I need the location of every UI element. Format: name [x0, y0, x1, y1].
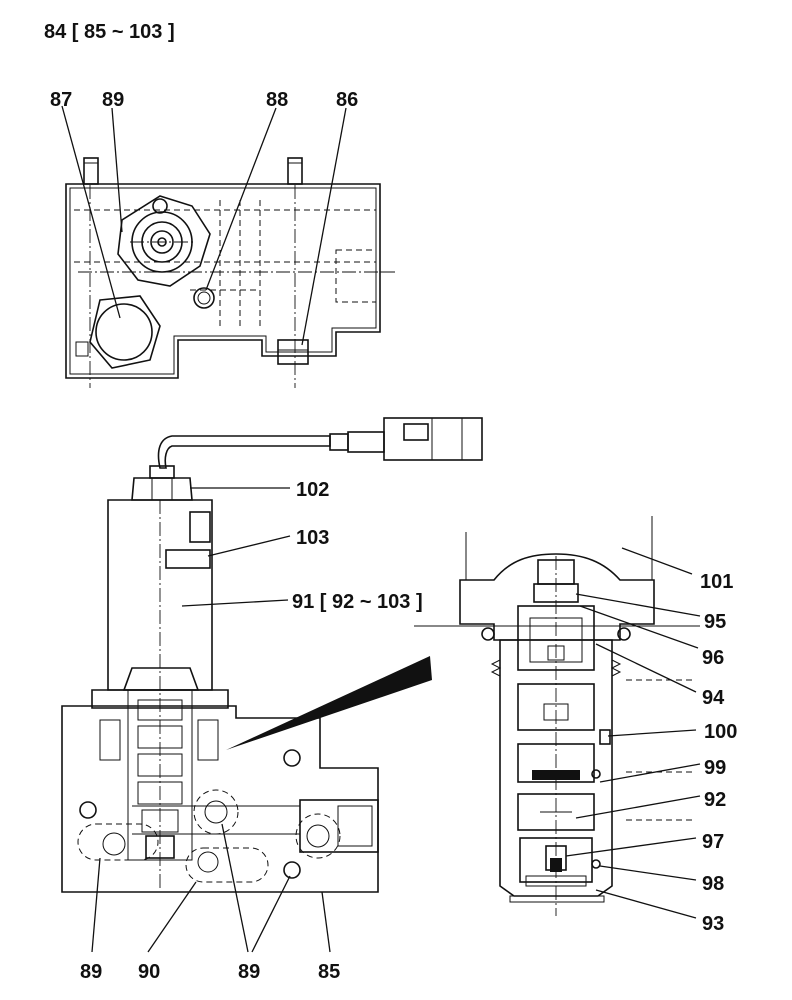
- spool-lower: [517, 793, 595, 831]
- callout-89-bottom-left: 89: [80, 961, 102, 983]
- callout-87: 87: [50, 89, 72, 111]
- spool-middle: [517, 683, 595, 731]
- plug-87: [89, 295, 161, 369]
- callout-86: 86: [336, 89, 358, 111]
- spool-stack: [127, 689, 193, 861]
- side-leader-lines: [91, 487, 331, 953]
- stud-right: [287, 157, 303, 185]
- connector-body: [347, 431, 385, 453]
- callout-101: 101: [700, 571, 733, 593]
- callout-91: 91 [ 92 ~ 103 ]: [292, 591, 423, 613]
- callout-100: 100: [704, 721, 737, 743]
- block-outline: [65, 183, 381, 379]
- top-leader-lines: [61, 105, 347, 346]
- plug-88: [193, 287, 215, 309]
- coil-sleeve-103: [165, 549, 211, 569]
- callout-96: 96: [702, 647, 724, 669]
- solenoid-side-view: [61, 417, 483, 893]
- plug-86: [277, 339, 309, 365]
- callout-89-top: 89: [102, 89, 124, 111]
- end-cap: [519, 837, 593, 883]
- nut-102: [131, 477, 193, 501]
- callout-89-bottom-mid: 89: [238, 961, 260, 983]
- callout-95: 95: [704, 611, 726, 633]
- coil-label-plate: [189, 511, 211, 543]
- callout-102: 102: [296, 479, 329, 501]
- cable: [157, 435, 331, 469]
- stud-left: [83, 157, 99, 185]
- plug-side-1: [283, 749, 301, 767]
- callout-85: 85: [318, 961, 340, 983]
- plug-side-2: [79, 801, 97, 819]
- spool-upper: [517, 605, 595, 671]
- valve-block-top-view: [65, 157, 395, 388]
- detail-pointer: [226, 656, 432, 750]
- callout-92: 92: [704, 789, 726, 811]
- callout-88: 88: [266, 89, 288, 111]
- callout-97: 97: [702, 831, 724, 853]
- o-ring-89-mid-1: [204, 800, 228, 824]
- plug-side-3: [283, 861, 301, 879]
- solenoid-nut-top: [117, 195, 211, 287]
- callout-94: 94: [702, 687, 725, 709]
- callout-103: 103: [296, 527, 329, 549]
- callout-99: 99: [704, 757, 726, 779]
- o-ring-90: [197, 851, 219, 873]
- assembly-title: 84 [ 85 ~ 103 ]: [44, 21, 175, 43]
- block-85-side: [61, 705, 379, 893]
- cartridge-detail-view: [414, 516, 700, 916]
- o-ring-89-mid-2: [306, 824, 330, 848]
- o-ring-89-left: [102, 832, 126, 856]
- housing-101: [459, 553, 655, 641]
- callout-98: 98: [702, 873, 724, 895]
- callout-93: 93: [702, 913, 724, 935]
- detail-leader-lines: [565, 547, 701, 919]
- callout-90: 90: [138, 961, 160, 983]
